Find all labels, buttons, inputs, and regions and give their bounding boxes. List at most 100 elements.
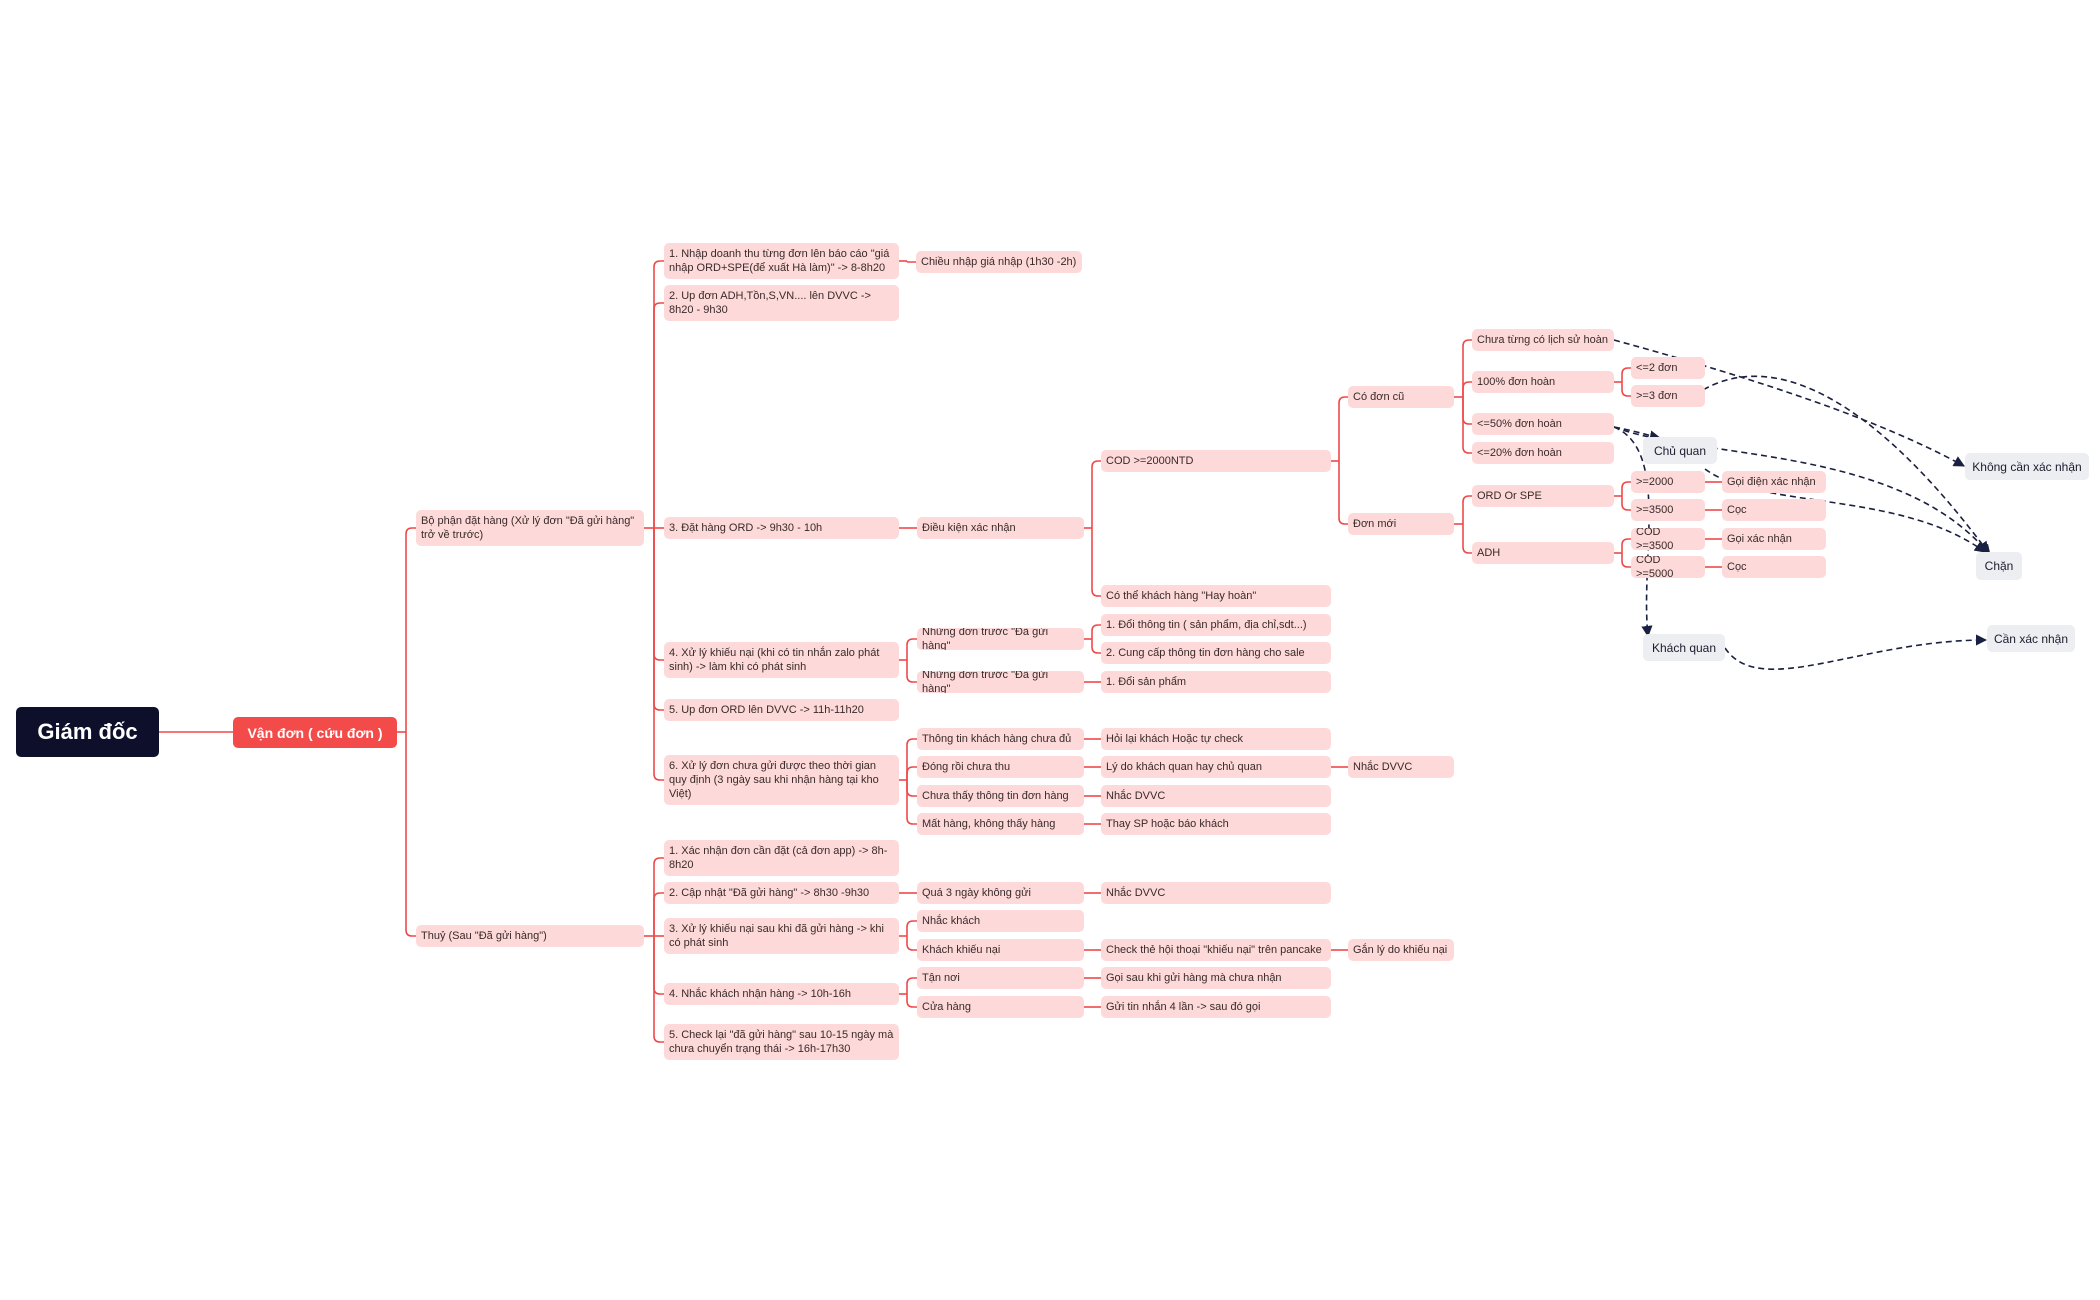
link-cod2000-branch-0	[1338, 396, 1348, 461]
link-codon-branch-3	[1462, 397, 1472, 454]
gui-tin-nhan[interactable]: Gửi tin nhắn 4 lần -> sau đó gọi	[1101, 996, 1331, 1018]
chua-thay-thong-tin[interactable]: Chưa thấy thông tin đơn hàng	[917, 785, 1084, 807]
nhung-don-1[interactable]: Những đơn trước "Đã gửi hàng"	[917, 628, 1084, 650]
task-a2[interactable]: 2. Up đơn ADH,Tồn,S,VN.... lên DVVC -> 8…	[664, 285, 899, 321]
goi-dien-xac-nhan[interactable]: Gọi điện xác nhận	[1722, 471, 1826, 493]
link-a6-branch-0	[906, 738, 917, 780]
link-adh-branch-0	[1621, 538, 1631, 553]
task-a1-child[interactable]: Chiều nhập giá nhập (1h30 -2h)	[916, 251, 1082, 273]
link-thuy-tasks-branch-0	[653, 857, 664, 936]
hoi-lai-khach[interactable]: Hỏi lại khách Hoặc tự check	[1101, 728, 1331, 750]
float-can-xac-nhan[interactable]: Cần xác nhận	[1987, 625, 2075, 652]
nhac-dvvc-1[interactable]: Nhắc DVVC	[1348, 756, 1454, 778]
coc-2[interactable]: Cọc	[1722, 556, 1826, 578]
khach-khieu-nai[interactable]: Khách khiếu nại	[917, 939, 1084, 961]
task-a1[interactable]: 1. Nhập doanh thu từng đơn lên báo cáo "…	[664, 243, 899, 279]
link-a6-branch-1	[906, 766, 917, 780]
nhung-don-2[interactable]: Những đơn trước "Đã gửi hàng"	[917, 671, 1084, 693]
link-cod2000-branch-1	[1338, 461, 1348, 525]
link-ordspe-branch-1	[1621, 496, 1631, 511]
task-b5[interactable]: 5. Check lại "đã gửi hàng" sau 10-15 ngà…	[664, 1024, 899, 1060]
float-chan[interactable]: Chặn	[1976, 552, 2022, 580]
le-20-don-hoan[interactable]: <=20% đơn hoàn	[1472, 442, 1614, 464]
link-b4-branch-0	[906, 977, 917, 994]
check-the-hoi-thoai[interactable]: Check thẻ hội thoại "khiếu nại" trên pan…	[1101, 939, 1331, 961]
le-2-don[interactable]: <=2 đơn	[1631, 357, 1705, 379]
cung-cap-thong-tin[interactable]: 2. Cung cấp thông tin đơn hàng cho sale	[1101, 642, 1331, 664]
adh[interactable]: ADH	[1472, 542, 1614, 564]
task-a5[interactable]: 5. Up đơn ORD lên DVVC -> 11h-11h20	[664, 699, 899, 721]
link-a4-branch-1	[906, 660, 917, 683]
link-donmoi-branch-0	[1462, 495, 1472, 524]
main-topic-node[interactable]: Vận đơn ( cứu đơn )	[233, 717, 397, 748]
co-the-hay-hoan[interactable]: Có thể khách hàng "Hay hoàn"	[1101, 585, 1331, 607]
ge-3500[interactable]: >=3500	[1631, 499, 1705, 521]
task-b4[interactable]: 4. Nhắc khách nhận hàng -> 10h-16h	[664, 983, 899, 1005]
task-b2[interactable]: 2. Cập nhật "Đã gửi hàng" -> 8h30 -9h30	[664, 882, 899, 904]
task-a3[interactable]: 3. Đặt hàng ORD -> 9h30 - 10h	[664, 517, 899, 539]
tan-noi[interactable]: Tận nơi	[917, 967, 1084, 989]
task-b3[interactable]: 3. Xử lý khiếu nại sau khi đã gửi hàng -…	[664, 918, 899, 954]
rel-ge3-chan	[1694, 375, 1989, 553]
task-a6[interactable]: 6. Xử lý đơn chưa gửi được theo thời gia…	[664, 755, 899, 805]
link-thuy-tasks-branch-1	[653, 892, 664, 936]
link-a6-branch-2	[906, 780, 917, 797]
task-a4[interactable]: 4. Xử lý khiếu nại (khi có tin nhắn zalo…	[664, 642, 899, 678]
topic-thuy[interactable]: Thuỷ (Sau "Đã gửi hàng")	[416, 925, 644, 947]
link-main-topics-branch-1	[405, 732, 416, 937]
link-main-topics-branch-0	[405, 527, 416, 732]
link-bp-tasks-branch-1	[653, 302, 664, 528]
dieu-kien-xac-nhan[interactable]: Điều kiện xác nhận	[917, 517, 1084, 539]
thay-sp[interactable]: Thay SP hoặc báo khách	[1101, 813, 1331, 835]
ord-or-spe[interactable]: ORD Or SPE	[1472, 485, 1614, 507]
link-a6-branch-3	[906, 780, 917, 825]
rel-khachquan-canxn	[1724, 634, 1988, 670]
qua-3-ngay[interactable]: Quá 3 ngày không gửi	[917, 882, 1084, 904]
float-khong-can-xac-nhan[interactable]: Không cần xác nhận	[1965, 453, 2089, 480]
cod-2000[interactable]: COD >=2000NTD	[1101, 450, 1331, 472]
nhac-dvvc-3[interactable]: Nhắc DVVC	[1101, 882, 1331, 904]
link-p100-branch-1	[1621, 382, 1631, 397]
rel-chuatung-khongcan	[1613, 339, 1965, 467]
link-b3-branch-1	[906, 936, 917, 951]
link-bp-tasks-branch-3	[653, 528, 664, 661]
link-donmoi-branch-1	[1462, 524, 1472, 554]
task-b1[interactable]: 1. Xác nhận đơn cần đặt (cả đơn app) -> …	[664, 840, 899, 876]
link-b3-branch-0	[906, 920, 917, 936]
mat-hang[interactable]: Mất hàng, không thấy hàng	[917, 813, 1084, 835]
nhac-dvvc-2[interactable]: Nhắc DVVC	[1101, 785, 1331, 807]
don-moi[interactable]: Đơn mới	[1348, 513, 1454, 535]
link-dk-branch-1	[1091, 528, 1101, 597]
ge-3-don[interactable]: >=3 đơn	[1631, 385, 1705, 407]
ge-2000[interactable]: >=2000	[1631, 471, 1705, 493]
link-bp-tasks-branch-0	[653, 260, 664, 528]
coc-1[interactable]: Cọc	[1722, 499, 1826, 521]
ly-do-khach-quan[interactable]: Lý do khách quan hay chủ quan	[1101, 756, 1331, 778]
topic-bo-phan-dat-hang[interactable]: Bộ phận đặt hàng (Xử lý đơn "Đã gửi hàng…	[416, 510, 644, 546]
float-chu-quan[interactable]: Chủ quan	[1643, 437, 1717, 464]
cua-hang[interactable]: Cửa hàng	[917, 996, 1084, 1018]
gan-ly-do[interactable]: Gắn lý do khiếu nại	[1348, 939, 1454, 961]
cod-5000[interactable]: COD >=5000	[1631, 556, 1705, 578]
cod-3500[interactable]: COD >=3500	[1631, 528, 1705, 550]
link-b4-branch-1	[906, 994, 917, 1008]
co-don-cu[interactable]: Có đơn cũ	[1348, 386, 1454, 408]
thong-tin-chua-du[interactable]: Thông tin khách hàng chưa đủ	[917, 728, 1084, 750]
dong-roi-chua-thu[interactable]: Đóng rồi chưa thu	[917, 756, 1084, 778]
link-nd1-branch-0	[1091, 624, 1101, 639]
link-thuy-tasks-branch-4	[653, 936, 664, 1043]
goi-sau-khi-gui[interactable]: Gọi sau khi gửi hàng mà chưa nhận	[1101, 967, 1331, 989]
le-50-don-hoan[interactable]: <=50% đơn hoàn	[1472, 413, 1614, 435]
nhac-khach[interactable]: Nhắc khách	[917, 910, 1084, 932]
float-khach-quan[interactable]: Khách quan	[1643, 634, 1725, 661]
root-node[interactable]: Giám đốc	[16, 707, 159, 757]
doi-san-pham[interactable]: 1. Đổi sản phẩm	[1101, 671, 1331, 693]
p100-don-hoan[interactable]: 100% đơn hoàn	[1472, 371, 1614, 393]
goi-xac-nhan[interactable]: Gọi xác nhận	[1722, 528, 1826, 550]
doi-thong-tin[interactable]: 1. Đổi thông tin ( sản phẩm, địa chỉ,sdt…	[1101, 614, 1331, 636]
chua-tung-hoan[interactable]: Chưa từng có lịch sử hoàn	[1472, 329, 1614, 351]
link-adh-branch-1	[1621, 553, 1631, 568]
link-nd1-branch-1	[1091, 639, 1101, 654]
